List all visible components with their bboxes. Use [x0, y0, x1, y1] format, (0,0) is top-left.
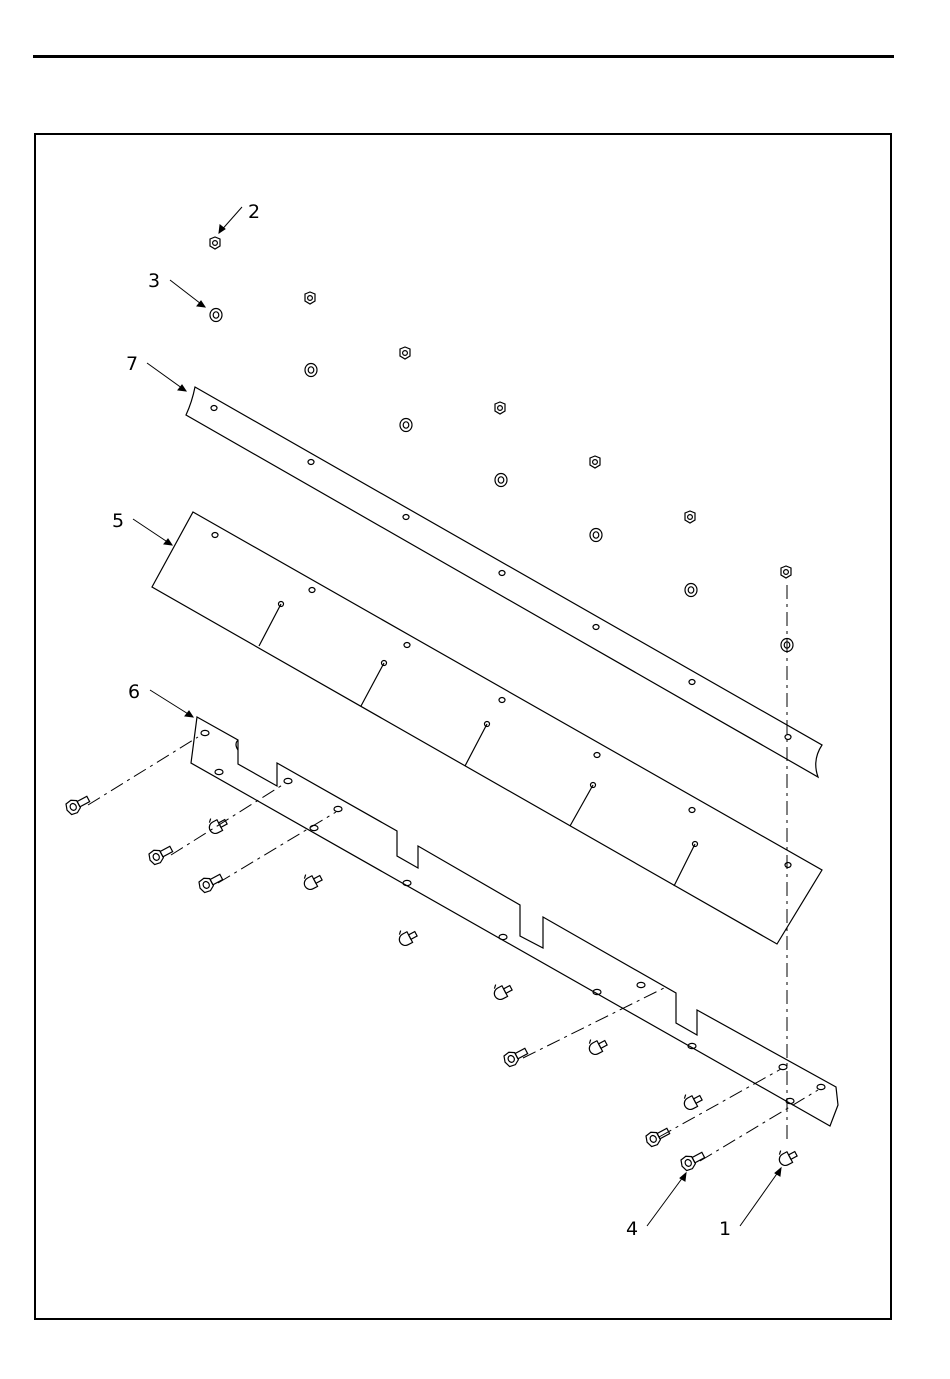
hex-bolt-icon — [147, 843, 175, 867]
panel-slit — [674, 844, 695, 886]
panel-hole — [785, 863, 791, 868]
panel-hole — [594, 753, 600, 758]
carriage-bolt-icon — [680, 1089, 703, 1112]
callout-5: 5 — [112, 510, 124, 532]
strip-hole — [499, 571, 505, 576]
strip-hole — [689, 680, 695, 685]
flap-panel-holes — [212, 533, 791, 868]
flap-panel-slits — [259, 602, 698, 887]
carriage-bolt-icon — [395, 925, 418, 948]
bracket-hole — [779, 1064, 787, 1069]
bracket-hole — [403, 880, 411, 885]
callout-4: 4 — [626, 1218, 638, 1240]
strip-hole — [785, 735, 791, 740]
bracket-hole — [284, 778, 292, 783]
panel-hole — [212, 533, 218, 538]
callout-6: 6 — [128, 681, 140, 703]
assembly-lines — [88, 585, 818, 1161]
panel-hole — [689, 808, 695, 813]
bracket-hole — [334, 806, 342, 811]
strip-hole — [211, 406, 217, 411]
panel-hole — [499, 698, 505, 703]
hex-bolt-icon — [197, 871, 225, 895]
hardware-washers — [210, 309, 793, 652]
strip-hole — [308, 460, 314, 465]
bracket-hole — [215, 769, 223, 774]
hex-nut-icon — [210, 237, 220, 249]
washer-icon — [210, 309, 222, 322]
carriage-bolt-icon — [205, 813, 228, 836]
hex-bolt-icon — [679, 1149, 707, 1173]
top-strip — [186, 387, 822, 777]
flap-panel — [152, 512, 822, 944]
hardware-hex-bolts — [64, 793, 707, 1173]
hardware-carriage-bolts — [205, 813, 798, 1168]
panel-hole — [309, 588, 315, 593]
washer-icon — [495, 474, 507, 487]
callout-1: 1 — [719, 1218, 731, 1240]
bracket-hole — [310, 825, 318, 830]
top-strip-holes — [211, 406, 791, 740]
hex-nut-icon — [590, 456, 600, 468]
hex-nut-icon — [781, 566, 791, 578]
callout-labels: 2 3 7 5 6 4 1 — [112, 201, 731, 1240]
mounting-bracket-holes — [201, 730, 825, 1103]
hex-nut-icon — [305, 292, 315, 304]
hardware-nuts — [210, 237, 791, 578]
panel-slit — [570, 785, 593, 826]
panel-hole — [404, 643, 410, 648]
carriage-bolt-icon — [490, 979, 513, 1002]
hex-bolt-icon — [64, 793, 92, 817]
callout-2: 2 — [248, 201, 260, 223]
washer-icon — [590, 529, 602, 542]
washer-icon — [685, 584, 697, 597]
hex-nut-icon — [685, 511, 695, 523]
bracket-hole — [637, 982, 645, 987]
carriage-bolt-icon — [585, 1034, 608, 1057]
strip-hole — [593, 625, 599, 630]
bracket-hole — [201, 730, 209, 735]
bracket-hole — [499, 934, 507, 939]
carriage-bolt-icon — [300, 869, 323, 892]
hex-bolt-icon — [644, 1125, 672, 1149]
washer-icon — [400, 419, 412, 432]
carriage-bolt-icon — [775, 1145, 798, 1168]
strip-hole — [403, 515, 409, 520]
hex-nut-icon — [495, 402, 505, 414]
panel-slit — [361, 663, 384, 706]
leader-lines — [133, 207, 781, 1226]
callout-7: 7 — [126, 353, 138, 375]
panel-slit — [465, 724, 487, 766]
bracket-hole — [817, 1084, 825, 1089]
panel-slit — [259, 604, 281, 646]
washer-icon — [305, 364, 317, 377]
callout-3: 3 — [148, 270, 160, 292]
hex-nut-icon — [400, 347, 410, 359]
